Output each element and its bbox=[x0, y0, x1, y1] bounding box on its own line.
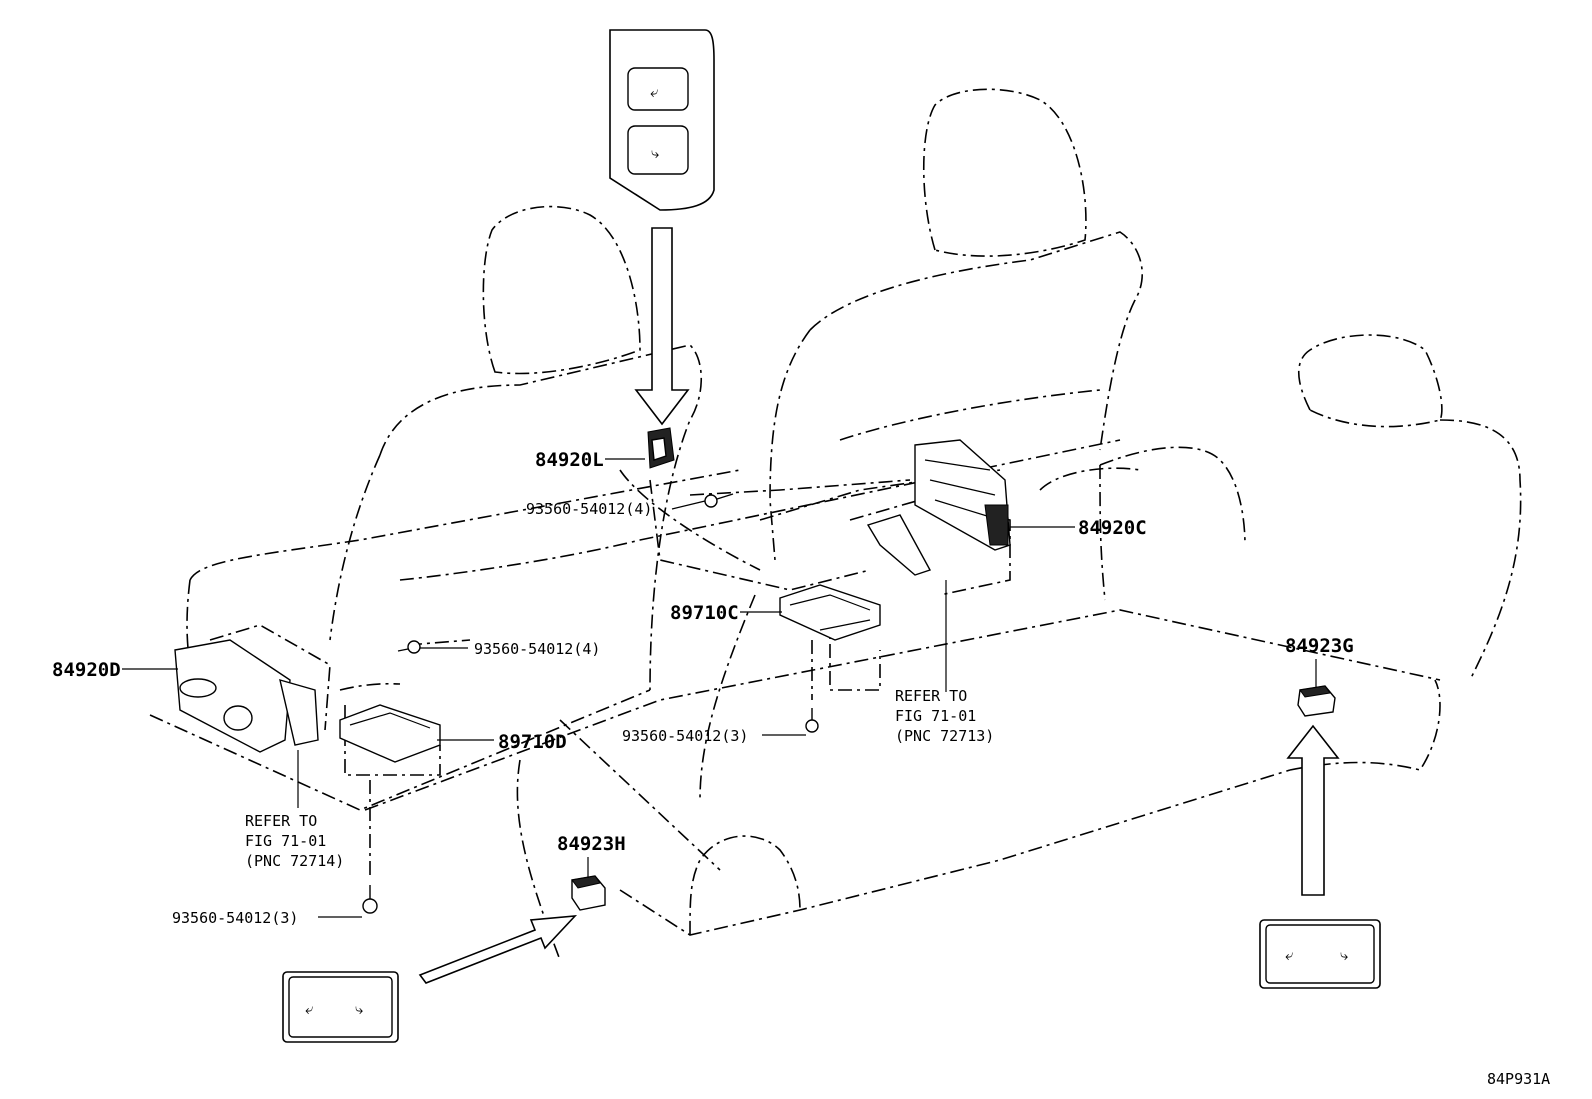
top-switch-panel: ⤶ ⤷ bbox=[609, 29, 715, 426]
seat-fold-icon: ⤷ bbox=[1340, 946, 1349, 964]
callout-labels: 84920L 93560-54012(4) 84920C 89710C 8492… bbox=[52, 449, 1550, 1088]
callout-84923H: 84923H bbox=[557, 833, 626, 855]
ref-right-line2: FIG 71-01 bbox=[895, 707, 976, 725]
bolt-bottom-part bbox=[362, 885, 378, 914]
callout-84920L: 84920L bbox=[535, 449, 604, 471]
arrow-down-icon bbox=[634, 227, 690, 426]
leader-lines bbox=[122, 458, 1317, 918]
part-84923G bbox=[1297, 685, 1336, 717]
bolt-top-part bbox=[704, 493, 734, 508]
callout-84920C: 84920C bbox=[1078, 517, 1147, 539]
part-84923H bbox=[571, 875, 606, 911]
ref-left-line1: REFER TO bbox=[245, 812, 317, 830]
arrow-up-right-icon bbox=[418, 915, 578, 984]
callout-bolt-bottom: 93560-54012(3) bbox=[172, 909, 298, 927]
callout-89710C: 89710C bbox=[670, 602, 739, 624]
bolt-mid-part bbox=[805, 708, 819, 733]
ref-left-line3: (PNC 72714) bbox=[245, 852, 344, 870]
ref-left-line2: FIG 71-01 bbox=[245, 832, 326, 850]
part-84920L bbox=[647, 427, 675, 469]
bottom-left-switch-panel: ⤶ ⤷ bbox=[282, 915, 578, 1043]
seat-return-icon: ⤷ bbox=[355, 1000, 364, 1018]
part-89710C bbox=[779, 584, 881, 641]
figure-code: 84P931A bbox=[1487, 1070, 1550, 1088]
seat-lift-icon: ⤷ bbox=[651, 144, 660, 162]
seat-outlines bbox=[149, 88, 1522, 961]
seat-recline-icon: ⤶ bbox=[650, 83, 658, 101]
part-89710D bbox=[339, 704, 441, 763]
part-84920C bbox=[866, 439, 1011, 576]
ref-right-line1: REFER TO bbox=[895, 687, 967, 705]
bolt-left-part bbox=[397, 640, 421, 654]
bottom-right-switch-panel: ⤶ ⤷ bbox=[1259, 724, 1381, 989]
callout-84920D: 84920D bbox=[52, 659, 121, 681]
part-84920D bbox=[174, 639, 319, 753]
seat-recline-icon: ⤶ bbox=[1285, 946, 1293, 964]
arrow-up-icon bbox=[1286, 724, 1340, 896]
callout-bolt-left: 93560-54012(4) bbox=[474, 640, 600, 658]
callout-84923G: 84923G bbox=[1285, 635, 1354, 657]
callout-bolt-mid: 93560-54012(3) bbox=[622, 727, 748, 745]
seat-fold-icon: ⤶ bbox=[305, 1000, 313, 1018]
callout-bolt-top: 93560-54012(4) bbox=[526, 500, 652, 518]
callout-89710D: 89710D bbox=[498, 731, 567, 753]
ref-right-line3: (PNC 72713) bbox=[895, 727, 994, 745]
